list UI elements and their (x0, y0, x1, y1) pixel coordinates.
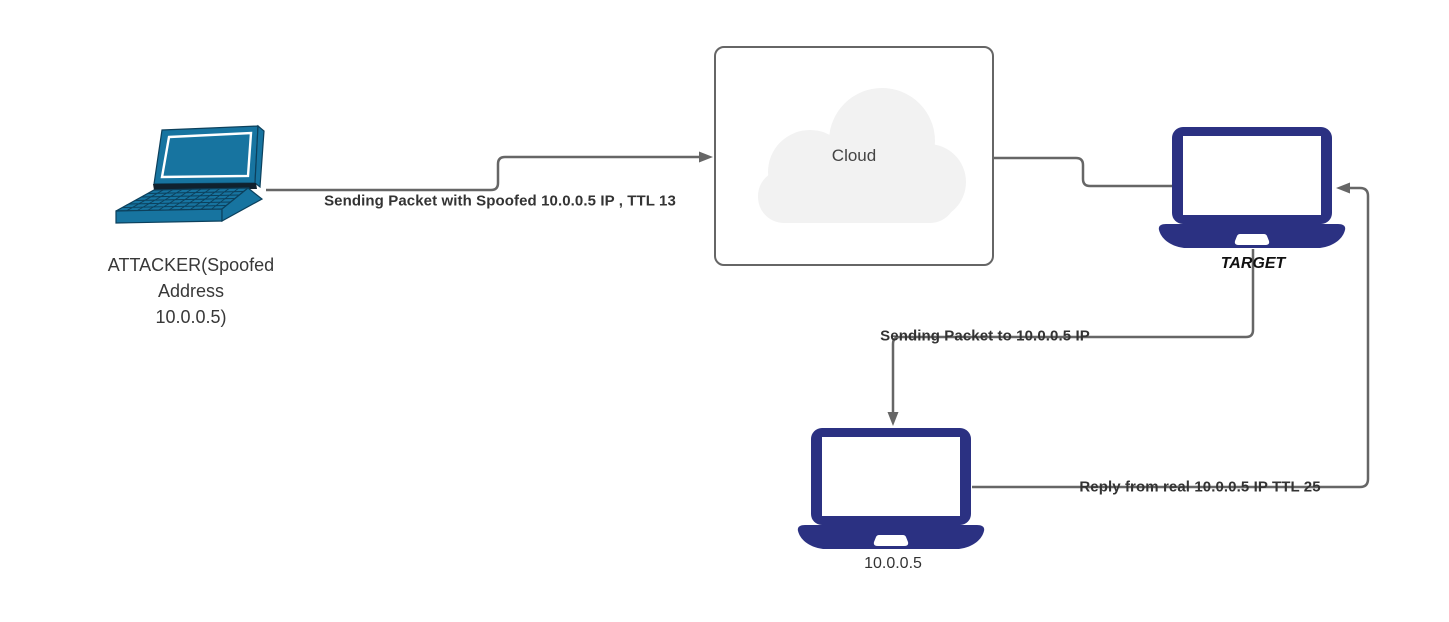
real-host-label: 10.0.0.5 (864, 555, 922, 572)
laptop-3d-icon (115, 124, 265, 224)
edge-label-attacker-to-cloud: Sending Packet with Spoofed 10.0.0.5 IP … (324, 192, 676, 210)
laptop-icon (1158, 127, 1346, 248)
arrowhead-left-icon (1336, 182, 1350, 194)
cloud-icon (758, 88, 966, 223)
edge-real-to-target (972, 186, 1370, 489)
attacker-label: ATTACKER(Spoofed Address 10.0.0.5) (108, 252, 274, 330)
edge-label-real-to-target: Reply from real 10.0.0.5 IP TTL 25 (1079, 478, 1321, 496)
edge-cloud-to-target (994, 156, 1172, 188)
node-cloud: Cloud (714, 46, 994, 266)
node-target (1156, 126, 1348, 251)
arrowhead-down-icon (887, 412, 899, 426)
attacker-label-line3: 10.0.0.5) (155, 307, 227, 327)
laptop-icon (797, 428, 985, 549)
cloud-label: Cloud (831, 146, 877, 165)
target-label: TARGET (1220, 255, 1286, 272)
node-real-host (795, 427, 987, 552)
edge-attacker-to-cloud (266, 155, 699, 192)
edge-target-to-real (891, 249, 1255, 412)
node-attacker (105, 120, 280, 245)
edge-label-target-to-real: Sending Packet to 10.0.0.5 IP (880, 327, 1090, 345)
attacker-label-line1: ATTACKER(Spoofed (107, 255, 275, 275)
arrowhead-right-icon (699, 151, 713, 163)
attacker-label-line2: Address (157, 281, 225, 301)
